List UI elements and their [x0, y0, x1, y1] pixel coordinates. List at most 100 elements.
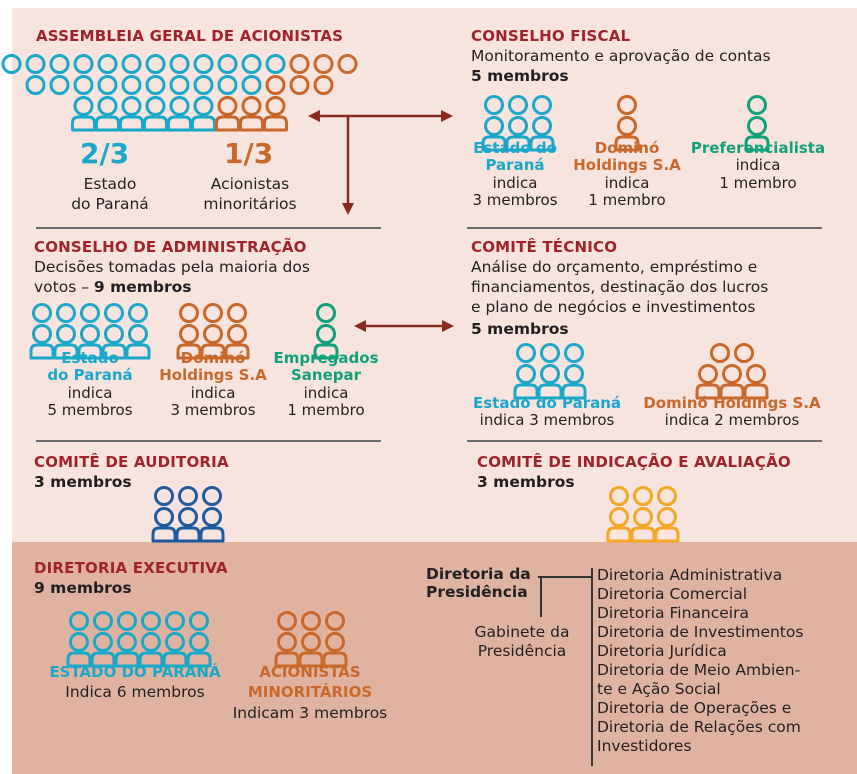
- person-icon: [746, 364, 766, 384]
- fiscal-members: 5 membros: [471, 67, 569, 85]
- person-body-icon: [191, 115, 216, 132]
- person-icon: [202, 507, 222, 527]
- admin-domino-count: 3 membros: [170, 400, 256, 419]
- admin-state-count: 5 membros: [47, 400, 133, 419]
- person-icon: [710, 343, 730, 363]
- diretoria-list-item: Diretoria de Relações com: [597, 718, 801, 736]
- person-icon: [104, 324, 124, 344]
- person-body-icon: [77, 343, 103, 360]
- person-body-icon: [101, 343, 127, 360]
- person-icon: [93, 632, 113, 652]
- diretoria-state-people-icon: [66, 611, 212, 668]
- fiscal-state-group: Estado do Paraná indica 3 membros: [460, 139, 570, 209]
- diretoria-list-item: Diretoria de Investimentos: [597, 623, 804, 641]
- person-body-icon: [695, 383, 721, 400]
- person-icon: [165, 611, 185, 631]
- person-icon: [73, 96, 94, 116]
- down-arrow-admin: [342, 115, 354, 215]
- person-icon: [508, 95, 528, 115]
- person-icon: [80, 303, 100, 323]
- admin-state-name-2: do Paraná: [47, 366, 133, 385]
- person-icon: [117, 611, 137, 631]
- person-icon: [313, 54, 334, 74]
- person-icon: [609, 486, 629, 506]
- person-icon: [141, 632, 161, 652]
- person-body-icon: [322, 651, 348, 668]
- person-body-icon: [529, 135, 555, 152]
- person-icon: [532, 116, 552, 136]
- diretoria-list-item: Diretoria de Meio Ambien-: [597, 661, 801, 679]
- person-icon: [179, 303, 199, 323]
- person-icon: [25, 75, 46, 95]
- double-arrow-fiscal: [308, 110, 453, 122]
- person-icon: [193, 54, 214, 74]
- admin-domino-action: indica: [190, 383, 236, 402]
- person-body-icon: [561, 383, 587, 400]
- person-icon: [301, 632, 321, 652]
- person-body-icon: [537, 383, 563, 400]
- person-body-icon: [481, 135, 507, 152]
- person-icon: [217, 54, 238, 74]
- person-icon: [179, 324, 199, 344]
- person-icon: [265, 96, 286, 116]
- auditoria-title: COMITÊ DE AUDITORIA: [34, 453, 229, 471]
- person-icon: [241, 54, 262, 74]
- person-icon: [657, 507, 677, 527]
- fiscal-title: CONSELHO FISCAL: [471, 27, 631, 45]
- person-icon: [227, 303, 247, 323]
- person-body-icon: [606, 526, 632, 543]
- tecnico-domino-people-icon: [695, 343, 769, 400]
- person-body-icon: [125, 343, 151, 360]
- person-icon: [617, 116, 637, 136]
- person-icon: [516, 364, 536, 384]
- person-body-icon: [744, 135, 770, 152]
- person-icon: [25, 54, 46, 74]
- state-label: Estado: [83, 175, 137, 193]
- diretoria-title: DIRETORIA EXECUTIVA: [34, 559, 228, 577]
- admin-members: 9 membros: [93, 278, 192, 296]
- admin-employees-people-icon: [313, 303, 339, 360]
- tecnico-state-count: indica 3 membros: [479, 411, 615, 430]
- person-icon: [747, 116, 767, 136]
- person-icon: [316, 303, 336, 323]
- admin-domino-people-icon: [176, 303, 250, 360]
- person-body-icon: [719, 383, 745, 400]
- person-icon: [313, 75, 334, 95]
- person-icon: [301, 611, 321, 631]
- person-icon: [49, 54, 70, 74]
- state-label-2: do Paraná: [71, 195, 149, 213]
- person-icon: [484, 95, 504, 115]
- fiscal-state-name-2: Paraná: [485, 156, 545, 175]
- person-icon: [141, 611, 161, 631]
- person-icon: [169, 96, 190, 116]
- tecnico-state-people-icon: [513, 343, 587, 400]
- person-icon: [145, 54, 166, 74]
- gabinete-label: Gabinete da: [474, 623, 570, 641]
- admin-employees-name-2: Sanepar: [290, 366, 362, 385]
- presidencia-label: Diretoria da: [426, 565, 531, 583]
- person-icon: [633, 507, 653, 527]
- fiscal-state-name: Estado do: [473, 139, 557, 157]
- person-icon: [145, 96, 166, 116]
- fiscal-state-action: indica: [492, 173, 538, 192]
- person-icon: [564, 364, 584, 384]
- tecnico-title: COMITÊ TÉCNICO: [471, 238, 618, 256]
- person-body-icon: [95, 115, 120, 132]
- person-icon: [97, 96, 118, 116]
- admin-employees-action: indica: [303, 383, 349, 402]
- person-icon: [93, 611, 113, 631]
- person-icon: [633, 486, 653, 506]
- person-body-icon: [630, 526, 656, 543]
- gabinete-label-2: Presidência: [477, 642, 567, 660]
- person-icon: [49, 75, 70, 95]
- person-icon: [97, 75, 118, 95]
- indicacao-title: COMITÊ DE INDICAÇÃO E AVALIAÇÃO: [477, 453, 791, 471]
- fiscal-pref-count: 1 membro: [719, 173, 797, 192]
- person-body-icon: [151, 526, 177, 543]
- person-icon: [169, 54, 190, 74]
- admin-employees-name: Empregados: [273, 349, 379, 367]
- person-body-icon: [66, 651, 92, 668]
- admin-employees-count: 1 membro: [287, 400, 365, 419]
- admin-domino-name: Dominó: [180, 349, 246, 367]
- person-body-icon: [200, 343, 226, 360]
